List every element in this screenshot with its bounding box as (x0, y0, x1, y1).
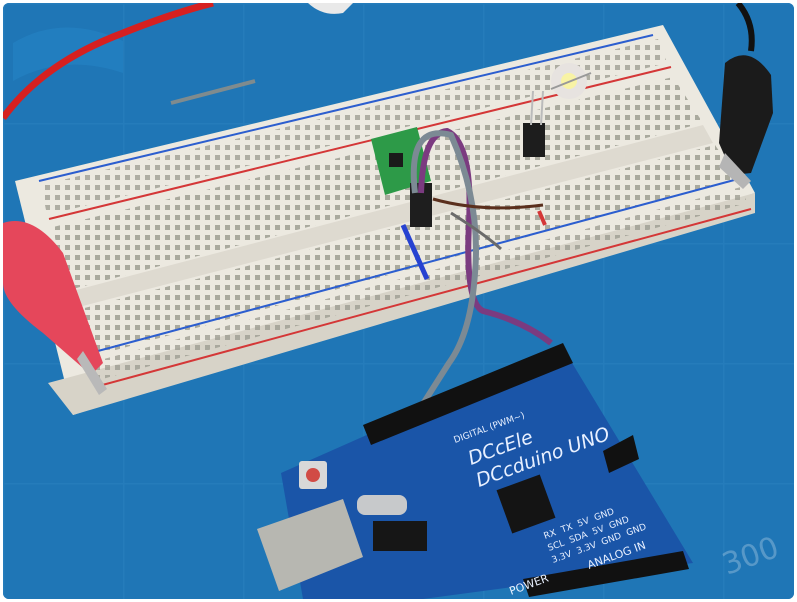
usb-port (257, 499, 363, 591)
red-alligator-clip (3, 221, 103, 375)
black-wire (735, 3, 755, 52)
lower-terminal-strip (73, 145, 738, 359)
led-leg-2 (540, 90, 544, 126)
module-header (410, 183, 432, 227)
gray-jumper (450, 211, 502, 251)
center-channel (65, 125, 713, 309)
black-alligator-clip (719, 55, 773, 175)
pin-label: TX (559, 522, 574, 536)
usb-chip (373, 521, 427, 551)
top-blue-line (38, 34, 654, 182)
module-chip (389, 153, 403, 167)
icsp-header (603, 435, 639, 473)
photo-scene: DCcEle DCcduino UNO DIGITAL (PWM~) ANALO… (3, 3, 794, 599)
pin-label-rx-tx: RX TX 5V GND (543, 507, 616, 542)
bottom-power-rail (89, 187, 747, 381)
led-header (523, 123, 545, 157)
analog-header (523, 551, 689, 597)
clip-jaw (77, 351, 107, 395)
led-leg (530, 90, 534, 126)
brown-wire (432, 197, 544, 210)
top-power-rail (41, 39, 667, 215)
led-heatsink (550, 72, 592, 90)
crystal (357, 495, 407, 515)
red-wire (3, 3, 214, 121)
black-clip-jaw (719, 153, 751, 189)
bottom-red-line (94, 208, 752, 388)
photo-frame: DCcEle DCcduino UNO DIGITAL (PWM~) ANALO… (3, 3, 794, 599)
mcu-chip (496, 474, 556, 534)
white-object (308, 3, 353, 14)
bottom-blue-line (82, 178, 739, 356)
pin-label: RX (543, 528, 558, 542)
loose-wire (170, 79, 256, 105)
blue-jumper (400, 223, 430, 281)
gray-wire (410, 130, 479, 409)
digital-header (363, 343, 573, 445)
reset-cap (306, 468, 320, 482)
red-jumper (537, 210, 547, 226)
